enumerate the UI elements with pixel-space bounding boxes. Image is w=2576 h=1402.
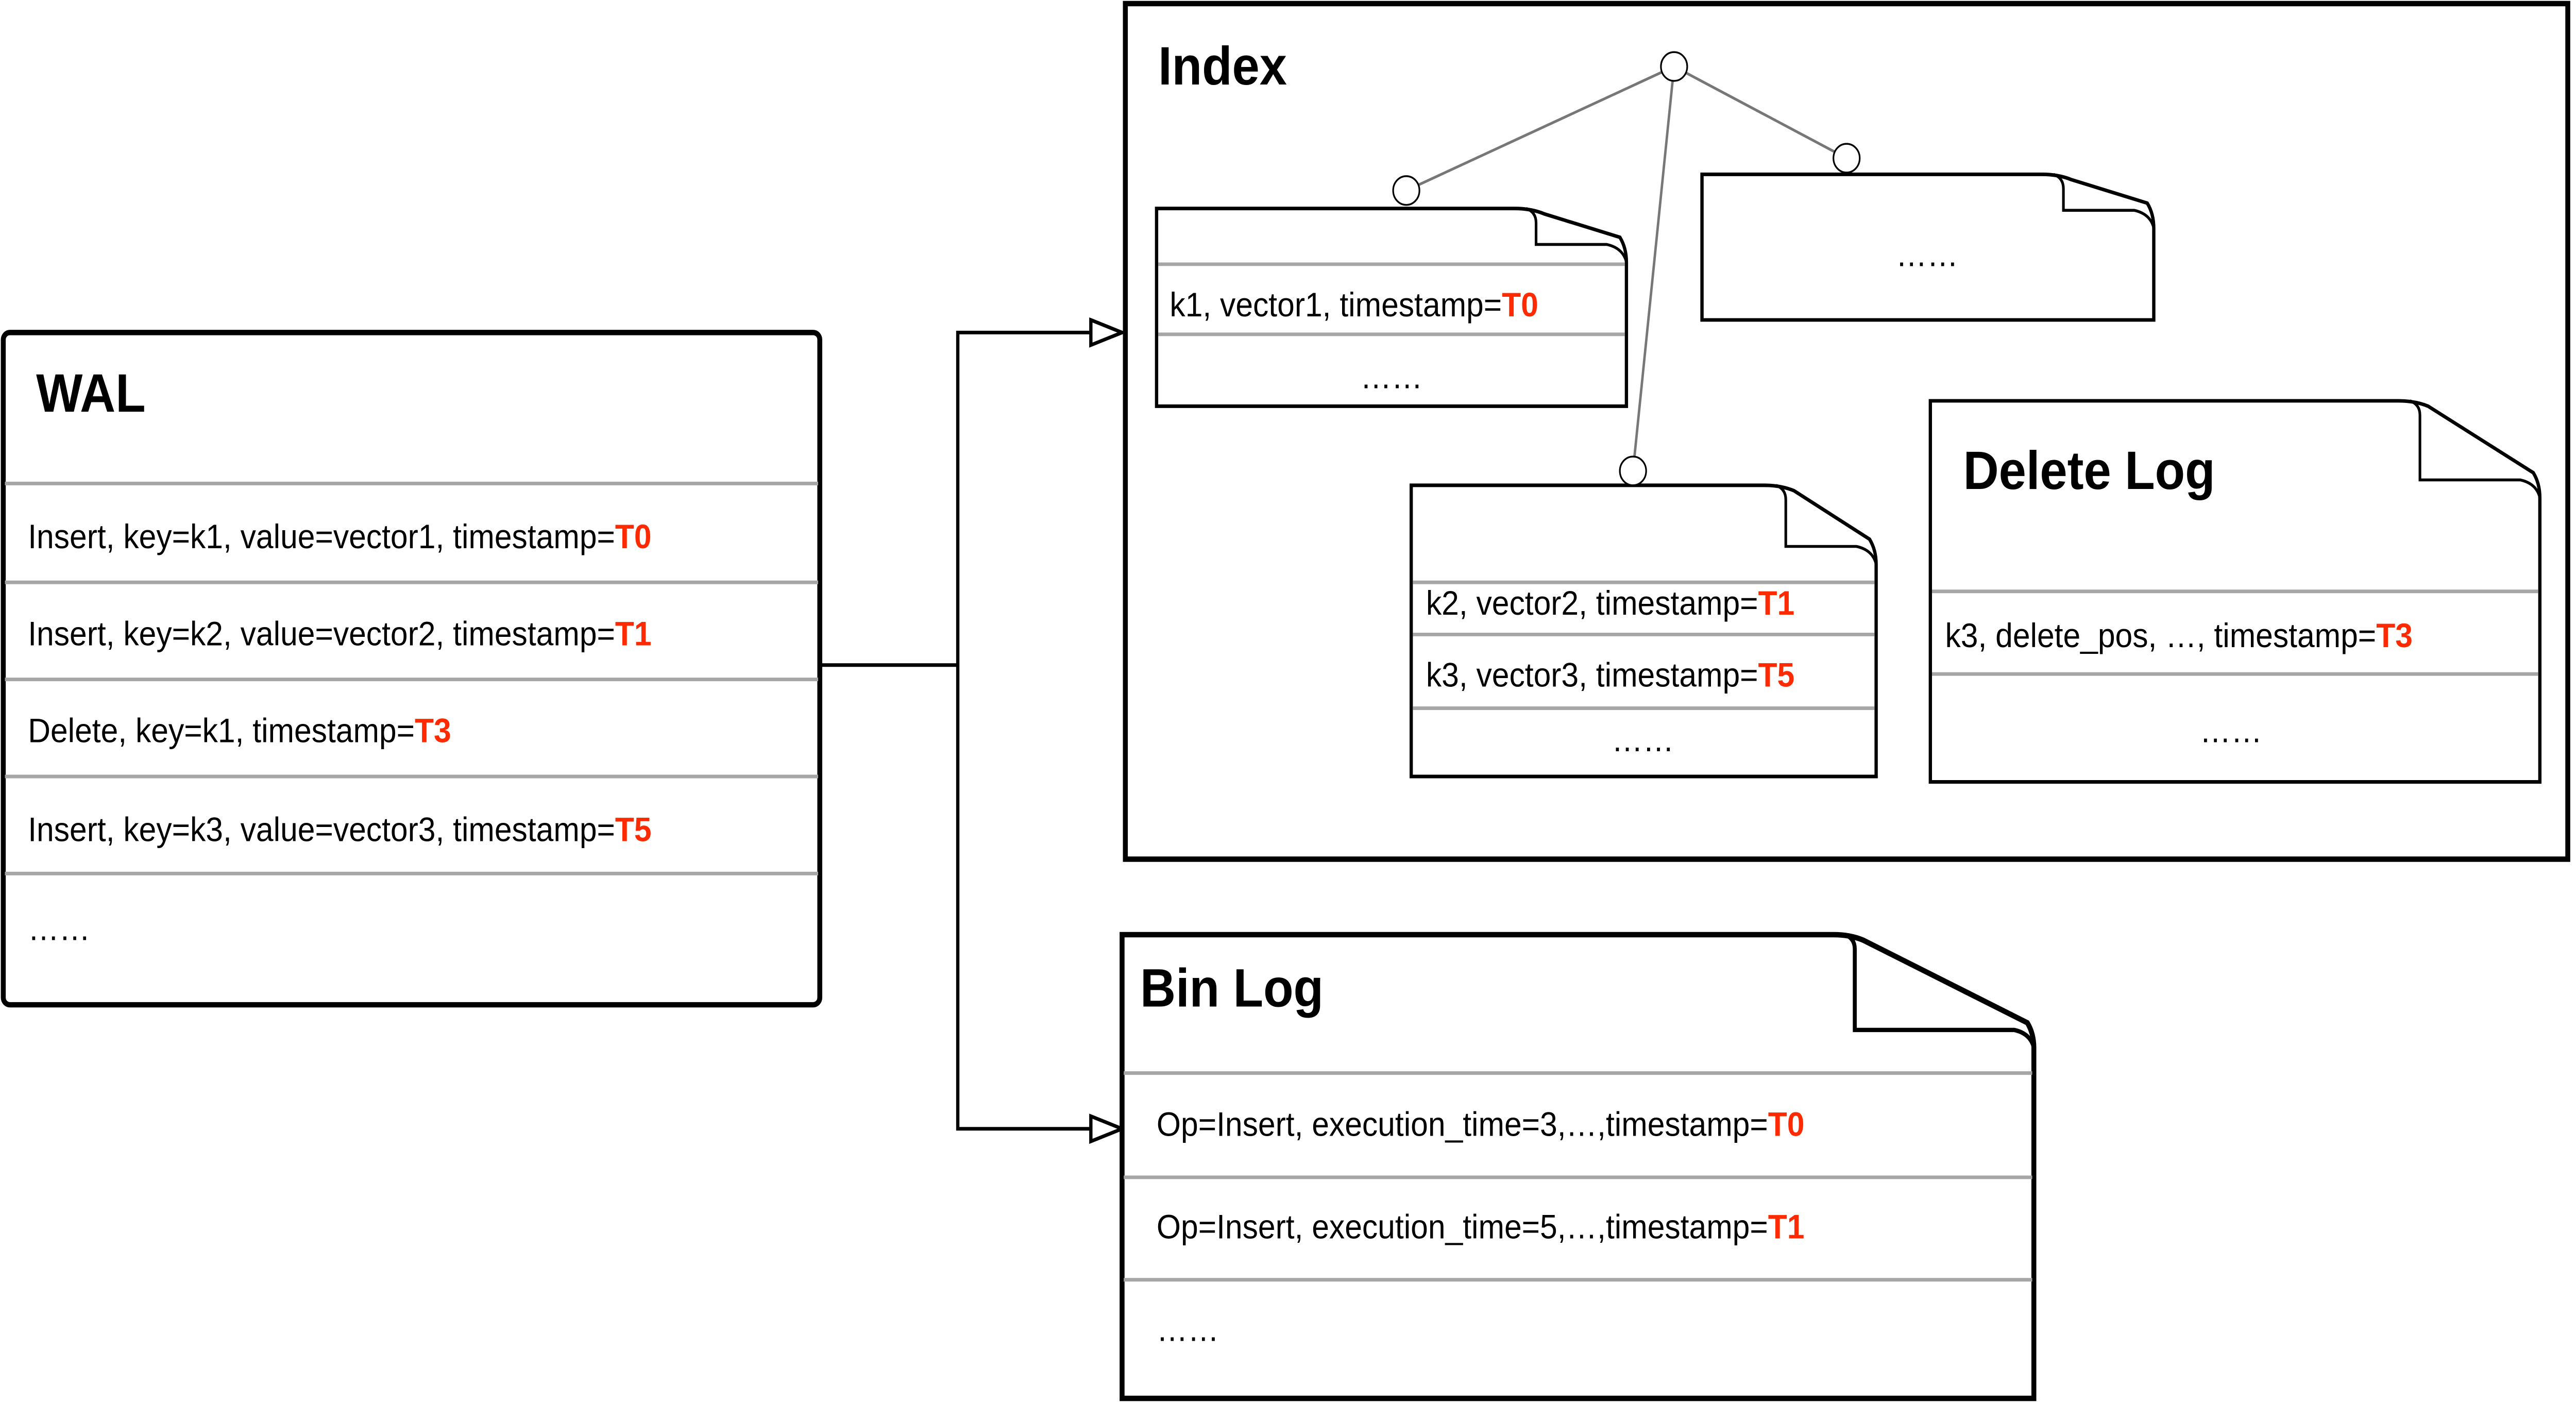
tree-node-icon <box>1660 51 1688 82</box>
wal-box <box>1 330 822 1008</box>
wal-row: Delete, key=k1, timestamp=T3 <box>28 712 451 750</box>
tree-edge <box>1632 66 1675 471</box>
segment2-more: …… <box>1896 236 1958 274</box>
arrow-head-icon <box>1089 1113 1127 1144</box>
bin-log-title: Bin Log <box>1140 958 1324 1019</box>
wal-row: Insert, key=k2, value=vector2, timestamp… <box>28 615 651 653</box>
delete-log-row: k3, delete_pos, …, timestamp=T3 <box>1945 617 2413 654</box>
segment3-row: k3, vector3, timestamp=T5 <box>1426 656 1794 694</box>
segment1-more: …… <box>1360 358 1422 396</box>
delete-log-more: …… <box>2200 712 2262 750</box>
bin-log-row: Op=Insert, execution_time=3,…,timestamp=… <box>1157 1106 1805 1143</box>
page-fold-icon <box>2410 399 2541 499</box>
segment3-more: …… <box>1612 721 1674 759</box>
wal-row: …… <box>28 910 90 948</box>
bin-log-more: …… <box>1157 1311 1219 1348</box>
tree-node-icon <box>1619 455 1647 486</box>
page-fold-icon <box>2053 173 2155 229</box>
arrow-head-icon <box>1089 317 1127 348</box>
segment3-row: k2, vector2, timestamp=T1 <box>1426 585 1794 622</box>
wal-row: Insert, key=k1, value=vector1, timestamp… <box>28 518 651 556</box>
page-fold-icon <box>1775 484 1878 565</box>
delete-log-title: Delete Log <box>1963 441 2215 501</box>
index-title: Index <box>1158 36 1287 96</box>
tree-node-icon <box>1833 143 1861 174</box>
page-fold-icon <box>1844 933 2036 1049</box>
segment1-row: k1, vector1, timestamp=T0 <box>1170 286 1538 324</box>
wal-row: Insert, key=k3, value=vector3, timestamp… <box>28 811 651 849</box>
connector-line <box>956 330 1093 1131</box>
wal-title: WAL <box>36 363 146 424</box>
bin-log-row: Op=Insert, execution_time=5,…,timestamp=… <box>1157 1208 1805 1246</box>
page-fold-icon <box>1526 207 1628 263</box>
tree-node-icon <box>1392 175 1420 206</box>
tree-edge <box>1673 65 1848 160</box>
tree-edge <box>1405 65 1675 192</box>
